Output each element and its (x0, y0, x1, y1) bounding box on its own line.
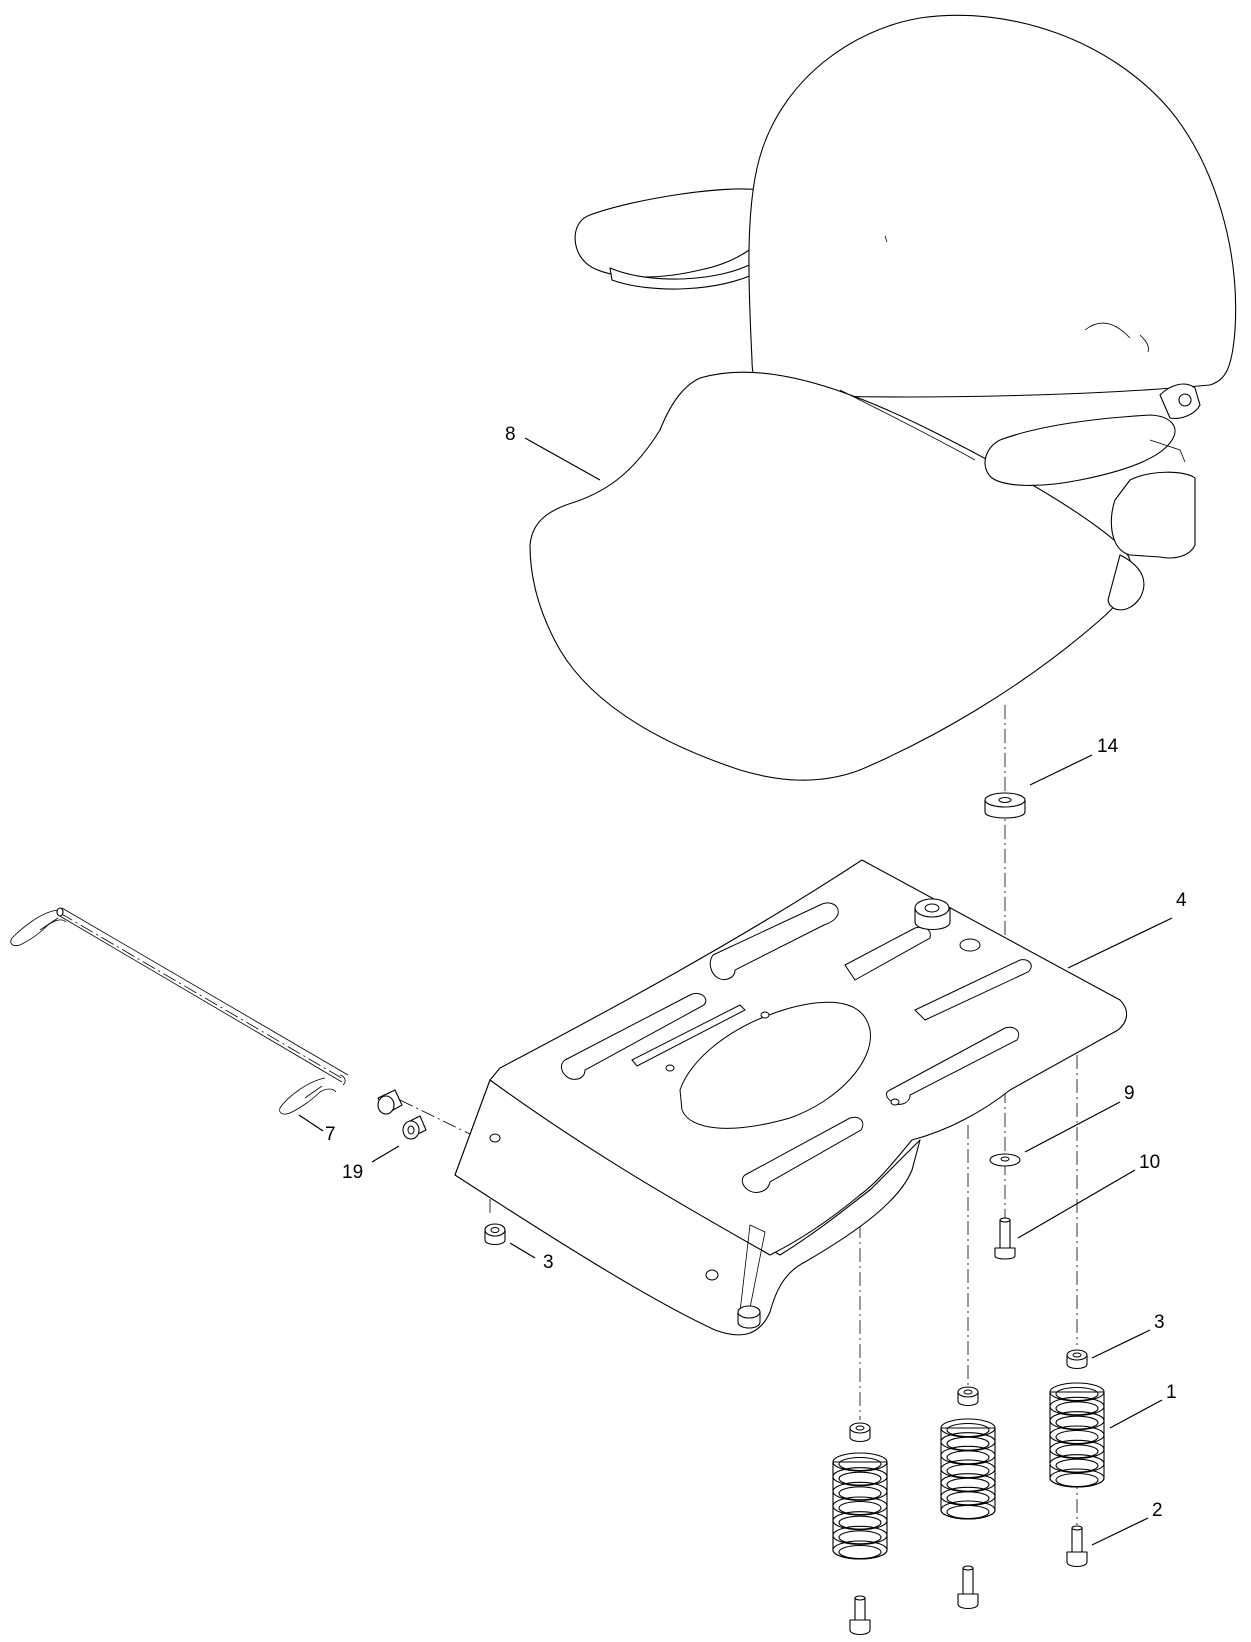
right-armrest (984, 383, 1201, 611)
spring-part-1 (1049, 1382, 1105, 1488)
bolt-middle (957, 1565, 979, 1610)
nut-part-19 (402, 1115, 427, 1140)
pivot-rod (56, 907, 349, 1086)
spacer-part-14 (984, 792, 1026, 819)
bolt-left (849, 1595, 871, 1636)
nut-part-3-left (484, 1223, 506, 1246)
callout-9: 9 (1124, 1083, 1135, 1104)
callout-3-left: 3 (543, 1252, 554, 1273)
hairpin-clip-upper (10, 909, 67, 946)
callout-4: 4 (1176, 890, 1187, 911)
backrest (748, 14, 1237, 398)
seat-assembly (529, 14, 1237, 781)
seat-plate (454, 859, 1128, 1336)
nut-part-3-right (1066, 1349, 1088, 1370)
callout-2: 2 (1152, 1500, 1163, 1521)
nut-left (849, 1422, 871, 1443)
washer-part-9 (989, 1153, 1021, 1167)
bolt-part-2 (1066, 1525, 1088, 1568)
callout-3-right: 3 (1154, 1312, 1165, 1333)
callout-7: 7 (325, 1124, 336, 1145)
bolt-part-10 (994, 1217, 1016, 1260)
callout-8: 8 (505, 424, 516, 445)
bushing (377, 1089, 403, 1115)
callout-labels: 8 14 4 9 10 7 19 3 3 1 2 (325, 424, 1187, 1521)
leader-lines (298, 437, 1173, 1546)
nut-middle (957, 1386, 979, 1407)
callout-10: 10 (1139, 1152, 1160, 1173)
hairpin-clip-part-7 (279, 1077, 337, 1115)
left-armrest (574, 188, 776, 290)
callout-1: 1 (1166, 1382, 1177, 1403)
spring-left (832, 1452, 888, 1560)
spring-middle (940, 1418, 996, 1520)
callout-14: 14 (1097, 736, 1119, 757)
callout-19: 19 (342, 1162, 363, 1183)
